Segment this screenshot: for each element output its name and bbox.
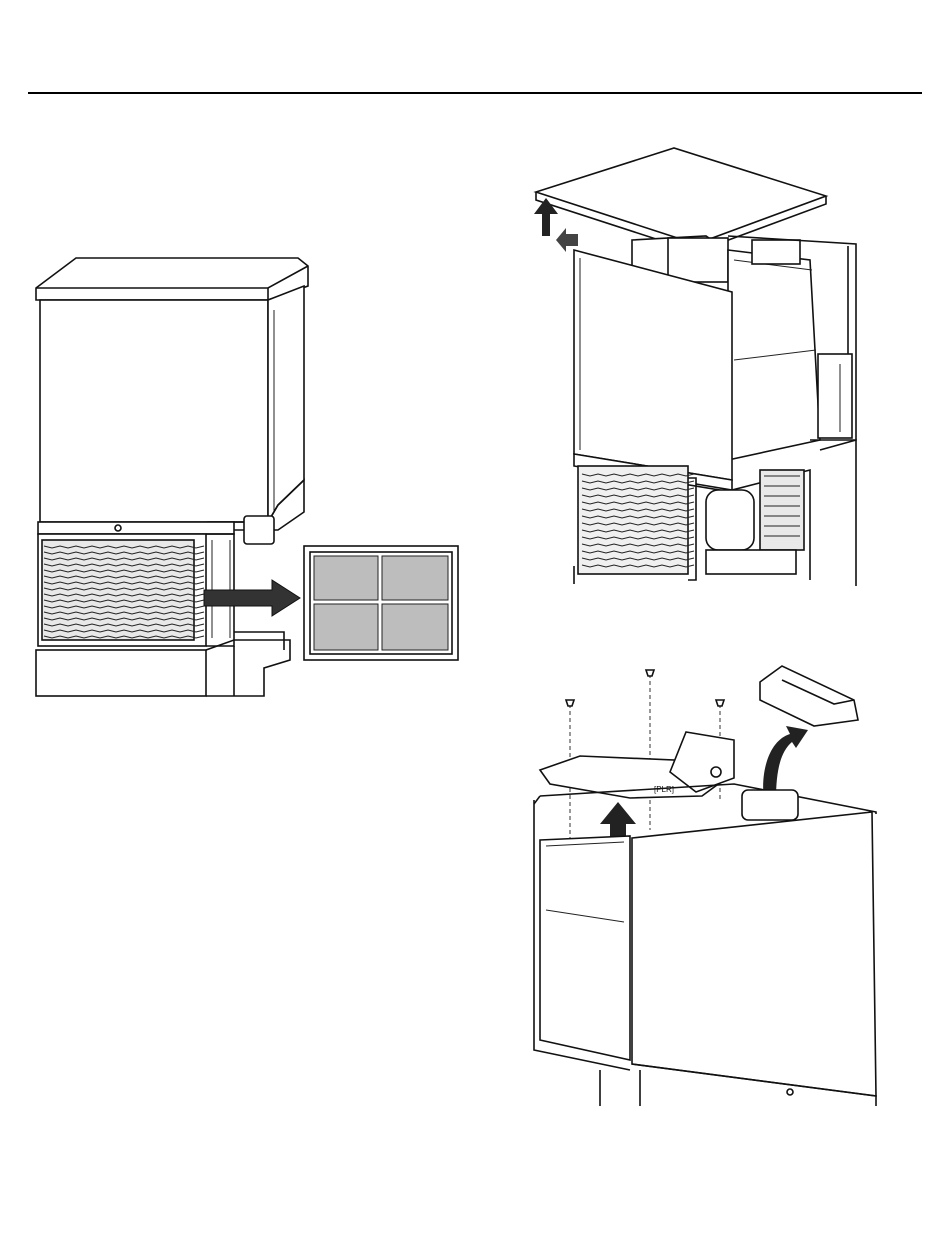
header-rule — [28, 92, 922, 94]
ice-machine-lid-removal-figure: [PLR] — [520, 660, 900, 1110]
air-filter-removal-figure — [28, 250, 468, 710]
top-panel-removal-figure — [520, 140, 900, 600]
